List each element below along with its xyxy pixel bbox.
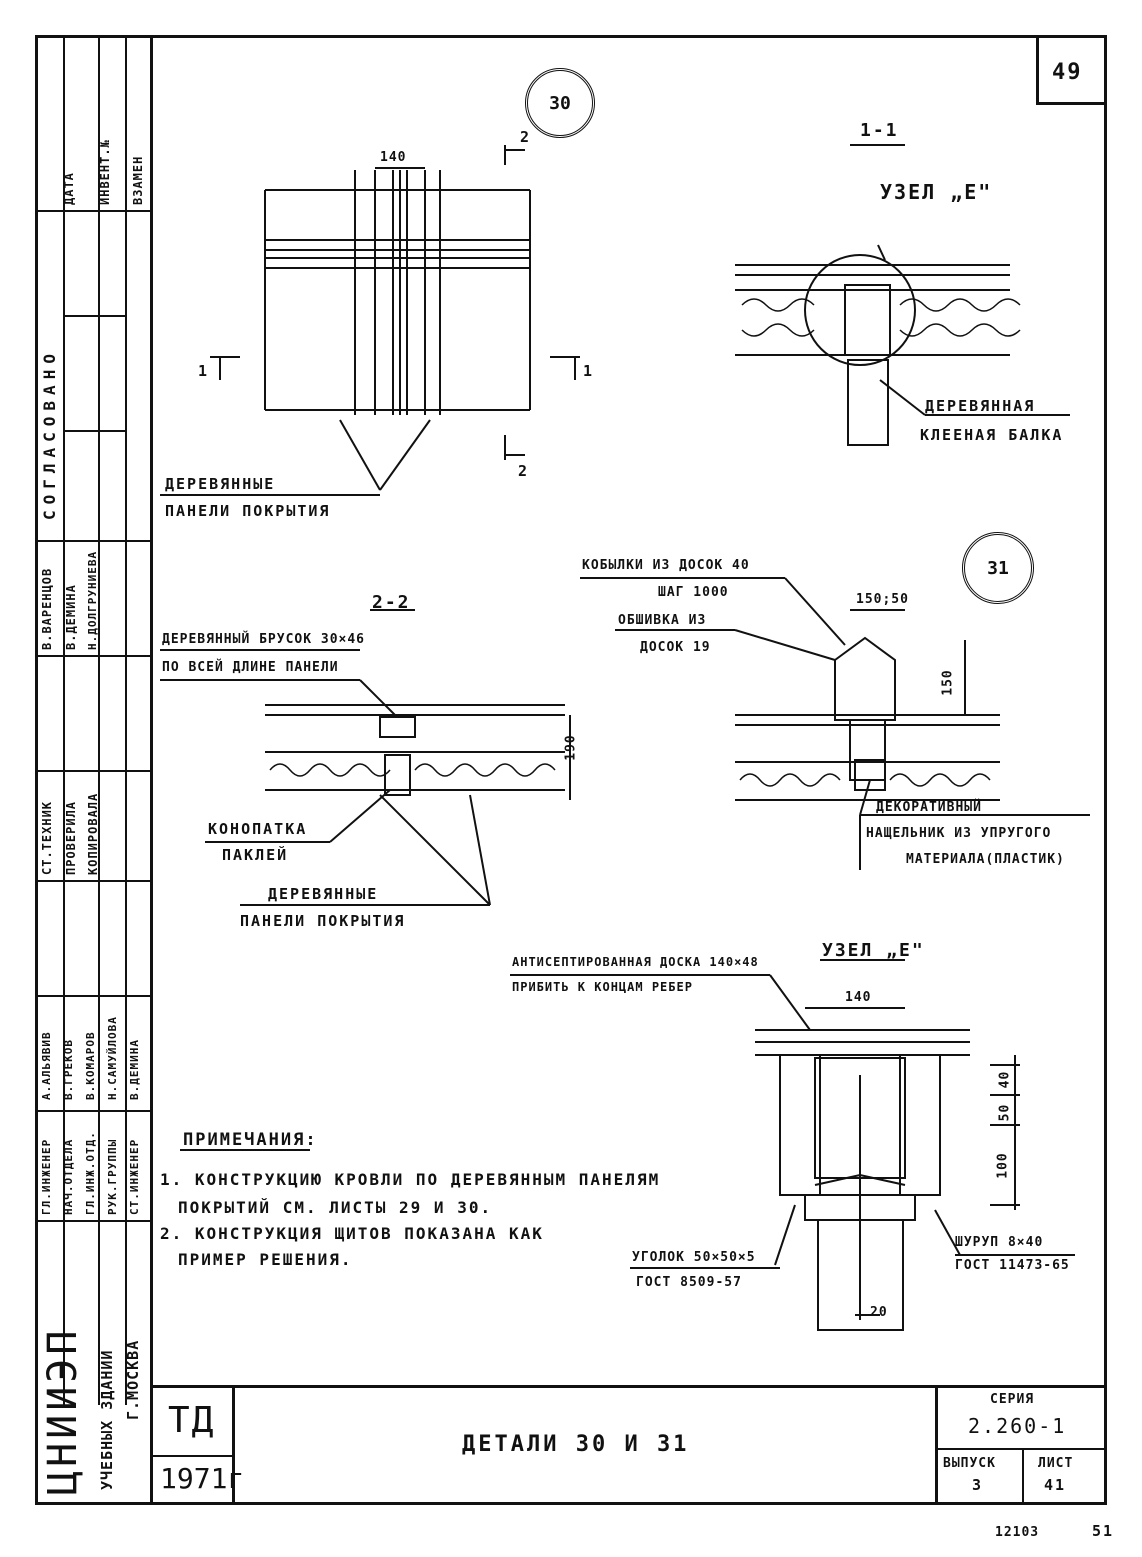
node-e: [510, 959, 1075, 1331]
section-2-2: [160, 609, 571, 906]
section-mark-2-bottom: 2: [518, 462, 530, 480]
sheet-number-box: [1036, 35, 1107, 105]
angle-label-line1: УГОЛОК 50×50×5: [632, 1250, 756, 1265]
series-label: СЕРИЯ: [990, 1392, 1035, 1407]
saddle-label-line1: КОБЫЛКИ ИЗ ДОСОК 40: [582, 558, 750, 573]
title-block-line: [153, 1455, 233, 1457]
node-e-dim-20: 20: [870, 1305, 888, 1320]
stamp-row-line: [35, 210, 153, 212]
drawing-title: ДЕТАЛИ 30 И 31: [462, 1432, 690, 1457]
title-block-line: [935, 1448, 1107, 1450]
panel-label-30-line1: ДЕРЕВЯННЫЕ: [165, 475, 276, 493]
insulation-loops: [269, 298, 1021, 787]
detail-30-id: 30: [549, 92, 571, 114]
section-mark-1-left: 1: [198, 362, 210, 380]
node-e-title: УЗЕЛ „Е": [822, 940, 925, 961]
beam-label-line2: КЛЕЕНАЯ БАЛКА: [920, 426, 1064, 444]
note-line: 2. КОНСТРУКЦИЯ ЩИТОВ ПОКАЗАНА КАК: [160, 1224, 544, 1243]
decor-label-line2: НАЩЕЛЬНИК ИЗ УПРУГОГО: [866, 826, 1052, 841]
saddle-label-line2: ШАГ 1000: [658, 585, 729, 600]
bar-label-line1: ДЕРЕВЯННЫЙ БРУСОК 30×46: [162, 632, 366, 647]
decor-label-line3: МАТЕРИАЛА(ПЛАСТИК): [906, 852, 1065, 867]
board-label-line1: АНТИСЕПТИРОВАННАЯ ДОСКА 140×48: [512, 955, 759, 969]
title-block-line: [1022, 1448, 1024, 1505]
stamp-row-line: [35, 1110, 153, 1112]
dim-150: 150: [940, 669, 956, 696]
panel-label-22-line1: ДЕРЕВЯННЫЕ: [268, 885, 379, 903]
node-e-dim-50: 50: [997, 1103, 1013, 1122]
dim-190: 190: [563, 734, 579, 761]
title-block-divider: [232, 1385, 235, 1505]
note-line: ПРИМЕР РЕШЕНИЯ.: [178, 1250, 353, 1269]
series-value: 2.260-1: [968, 1414, 1067, 1438]
caulk-label-line1: КОНОПАТКА: [208, 820, 308, 838]
stamp-col-line: [125, 35, 127, 1405]
stamp-row-line: [63, 430, 125, 432]
dim-140: 140: [380, 150, 407, 165]
bar-label-line2: ПО ВСЕЙ ДЛИНЕ ПАНЕЛИ: [162, 660, 339, 675]
beam-label-line1: ДЕРЕВЯННАЯ: [925, 397, 1036, 415]
dim-150-50: 150;50: [856, 592, 909, 607]
footer-number: 12103: [995, 1525, 1040, 1540]
issue-value: 3: [972, 1476, 984, 1494]
stamp-row-line: [35, 880, 153, 882]
sheet-value: 41: [1044, 1476, 1067, 1494]
section-1-1-node: УЗЕЛ „Е": [880, 180, 993, 204]
section-1-1: [735, 144, 1070, 446]
screw-label-line2: ГОСТ 11473-65: [955, 1258, 1070, 1273]
screw-label-line1: ШУРУП 8×40: [955, 1235, 1044, 1250]
detail-30-plan: [160, 145, 580, 496]
stamp-col-line: [98, 35, 100, 1405]
title-code: ТД: [168, 1400, 216, 1441]
node-e-dim-100: 100: [995, 1152, 1011, 1179]
stamp-row-line: [35, 1220, 153, 1222]
stamp-row-line: [35, 995, 153, 997]
title-block-divider: [935, 1385, 938, 1505]
stamp-col-line: [63, 35, 65, 1405]
sheathing-label-line2: ДОСОК 19: [640, 640, 711, 655]
sheathing-label-line1: ОБШИВКА ИЗ: [618, 613, 707, 628]
stamp-row-line: [35, 770, 153, 772]
title-block-top: [153, 1385, 1107, 1388]
panel-label-22-line2: ПАНЕЛИ ПОКРЫТИЯ: [240, 912, 406, 930]
stamp-row-line: [35, 655, 153, 657]
caulk-label-line2: ПАКЛЕЙ: [222, 846, 289, 864]
section-2-2-title: 2-2: [372, 592, 411, 613]
node-e-dim-140: 140: [845, 990, 872, 1005]
stamp-row-line: [63, 315, 125, 317]
detail-31-marker: 31: [962, 532, 1034, 604]
detail-30-marker: 30: [525, 68, 595, 138]
issue-label: ВЫПУСК: [943, 1456, 996, 1471]
detail-31: [580, 577, 1090, 870]
notes-title: ПРИМЕЧАНИЯ:: [183, 1130, 318, 1150]
panel-label-30-line2: ПАНЕЛИ ПОКРЫТИЯ: [165, 502, 331, 520]
note-line: 1. КОНСТРУКЦИЮ КРОВЛИ ПО ДЕРЕВЯННЫМ ПАНЕ…: [160, 1170, 661, 1189]
sheet-number-top: 49: [1052, 60, 1083, 85]
detail-31-id: 31: [987, 557, 1009, 579]
note-line: ПОКРЫТИЙ СМ. ЛИСТЫ 29 И 30.: [178, 1198, 493, 1217]
footer-page: 51: [1092, 1522, 1115, 1540]
angle-label-line2: ГОСТ 8509-57: [636, 1275, 742, 1290]
section-1-1-title: 1-1: [860, 120, 899, 141]
section-mark-1-right: 1: [583, 362, 595, 380]
section-mark-2-top: 2: [520, 128, 532, 146]
stamp-row-line: [35, 540, 153, 542]
sheet-label: ЛИСТ: [1038, 1456, 1074, 1471]
decor-label-line1: ДЕКОРАТИВНЫЙ: [876, 800, 982, 815]
title-year: 1971г: [160, 1462, 245, 1495]
board-label-line2: ПРИБИТЬ К КОНЦАМ РЕБЕР: [512, 980, 693, 994]
node-e-dim-40: 40: [997, 1070, 1013, 1089]
